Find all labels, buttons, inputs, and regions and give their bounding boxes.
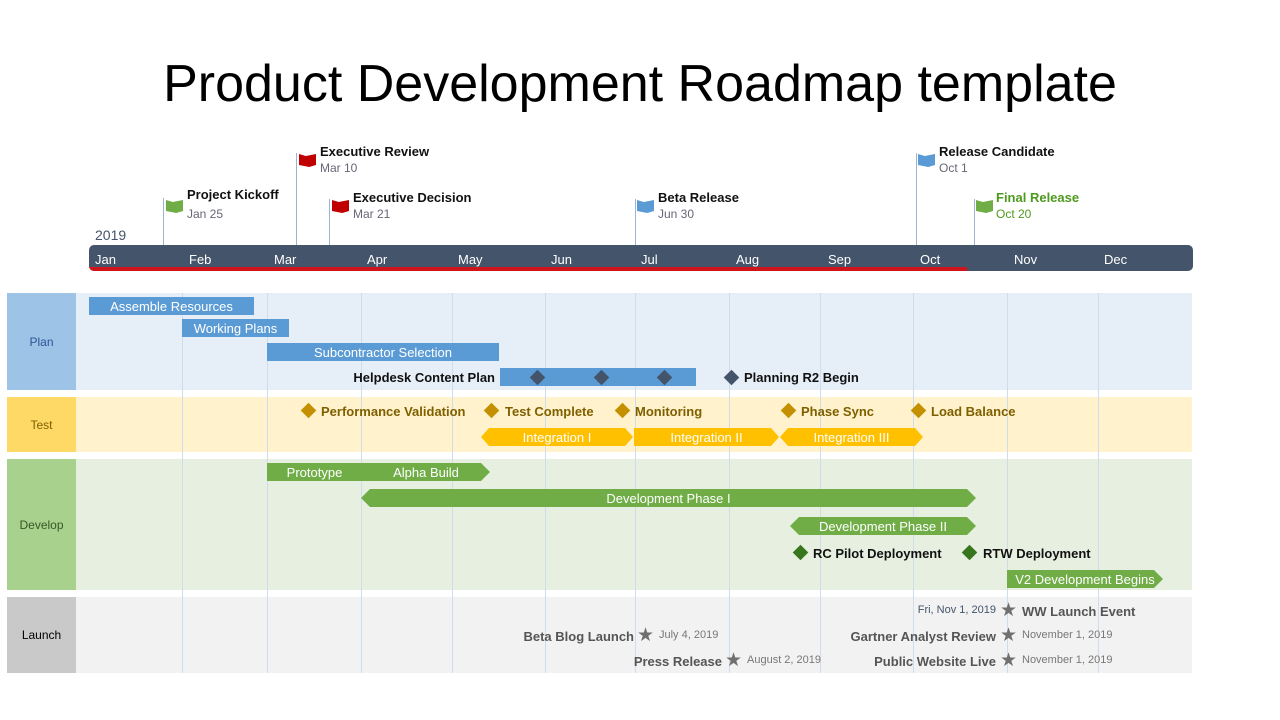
gridline [267, 293, 268, 673]
launch-label: WW Launch Event [1022, 604, 1136, 619]
flag-icon [637, 200, 654, 213]
today-progress [89, 267, 967, 271]
milestone-date: Mar 10 [320, 161, 358, 175]
launch-date: Fri, Nov 1, 2019 [917, 604, 996, 616]
task-bar[interactable]: Subcontractor Selection [267, 343, 499, 361]
star-icon: ★ [1000, 650, 1018, 671]
milestone-title: Final Release [996, 190, 1080, 205]
swimlane-launch [7, 597, 1192, 673]
milestone-date: Oct 1 [939, 161, 968, 175]
launch-date: November 1, 2019 [1022, 629, 1113, 641]
launch-label: Press Release [633, 654, 722, 669]
milestone-pole [974, 199, 975, 245]
milestone-label: RTW Deployment [983, 546, 1091, 561]
task-bar[interactable]: Prototype [267, 463, 362, 481]
month-label: Jun [551, 252, 572, 267]
month-label: Dec [1104, 252, 1128, 267]
gridline [452, 293, 453, 673]
gridline [182, 293, 183, 673]
milestone-label: Load Balance [931, 404, 1016, 419]
launch-date: August 2, 2019 [747, 654, 822, 666]
launch-date: November 1, 2019 [1022, 654, 1113, 666]
milestone-date: Oct 20 [996, 207, 1032, 221]
task-bar[interactable]: Assemble Resources [89, 297, 254, 315]
milestone-date: Jun 30 [658, 207, 695, 221]
month-label: Sep [828, 252, 852, 267]
task-bar[interactable]: Alpha Build [362, 463, 490, 481]
milestone-date: Jan 25 [187, 207, 224, 221]
milestone-label: Phase Sync [801, 404, 874, 419]
gridline [635, 293, 636, 673]
launch-label: Gartner Analyst Review [850, 629, 996, 644]
task-bar[interactable]: Development Phase II [790, 517, 976, 535]
milestone-pole [296, 153, 297, 245]
star-icon: ★ [637, 625, 655, 646]
star-icon: ★ [1000, 625, 1018, 646]
task-bar[interactable]: Integration II [634, 428, 779, 446]
gridline [545, 293, 546, 673]
month-label: Aug [736, 252, 760, 267]
month-label: May [458, 252, 483, 267]
flag-icon [918, 154, 935, 167]
star-icon: ★ [1000, 600, 1018, 621]
flag-icon [166, 200, 183, 213]
milestone-label: Planning R2 Begin [744, 370, 859, 385]
gridline [820, 293, 821, 673]
milestone-pole [329, 199, 330, 245]
gridline [913, 293, 914, 673]
milestone-pole [163, 198, 164, 245]
milestone-title: Project Kickoff [187, 187, 279, 202]
month-label: Nov [1014, 252, 1038, 267]
milestone-pole [635, 199, 636, 245]
flag-icon [299, 154, 316, 167]
swimlane-develop [7, 459, 1192, 590]
month-label: Jul [641, 252, 658, 267]
task-bar[interactable]: Integration III [780, 428, 923, 446]
month-label: Mar [274, 252, 297, 267]
month-label: Apr [367, 252, 388, 267]
swimlane-label-develop: Develop [7, 459, 76, 590]
month-label: Oct [920, 252, 941, 267]
flag-icon [332, 200, 349, 213]
milestone-pole [916, 153, 917, 245]
task-bar[interactable]: Development Phase I [361, 489, 976, 507]
milestone-label: Monitoring [635, 404, 703, 419]
milestone-title: Executive Review [320, 144, 430, 159]
milestone-label: Test Complete [505, 404, 594, 419]
year-label: 2019 [95, 227, 127, 243]
milestone-label: Performance Validation [321, 404, 466, 419]
milestone-label: RC Pilot Deployment [813, 546, 942, 561]
launch-date: July 4, 2019 [659, 629, 719, 641]
milestone-title: Executive Decision [353, 190, 472, 205]
swimlane-label-plan: Plan [7, 293, 76, 390]
star-icon: ★ [725, 650, 743, 671]
page-title: Product Development Roadmap template [163, 55, 1117, 113]
gridline [361, 293, 362, 673]
month-label: Feb [189, 252, 212, 267]
launch-label: Public Website Live [874, 654, 996, 669]
timescale [89, 245, 1193, 271]
launch-label: Beta Blog Launch [523, 629, 634, 644]
flag-icon [976, 200, 993, 213]
gridline [1098, 293, 1099, 673]
milestone-title: Beta Release [658, 190, 739, 205]
month-label: Jan [95, 252, 116, 267]
task-bar[interactable]: Working Plans [182, 319, 289, 337]
task-bar[interactable]: Integration I [481, 428, 633, 446]
milestone-title: Release Candidate [939, 144, 1055, 159]
gridline [729, 293, 730, 673]
swimlane-label-launch: Launch [7, 597, 76, 673]
swimlane-label-test: Test [7, 397, 76, 452]
milestone-date: Mar 21 [353, 207, 391, 221]
gridline [1007, 293, 1008, 673]
task-bar[interactable]: V2 Development Begins [1007, 570, 1163, 588]
task-label: Helpdesk Content Plan [353, 370, 495, 385]
